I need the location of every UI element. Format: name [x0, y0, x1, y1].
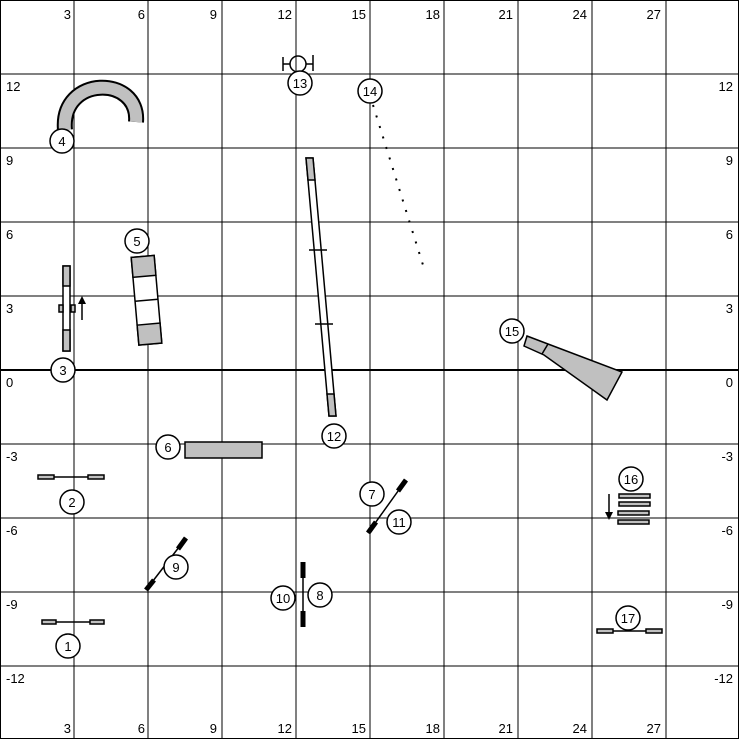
x-label: 15	[352, 721, 366, 736]
x-label: 3	[64, 721, 71, 736]
x-label: 24	[573, 7, 587, 22]
marker-11: 11	[386, 509, 412, 535]
y-label: 9	[6, 153, 13, 168]
marker-7: 7	[359, 481, 385, 507]
jump-1	[41, 619, 105, 625]
x-label: 15	[352, 7, 366, 22]
svg-text:17: 17	[621, 611, 635, 626]
x-label: 21	[499, 721, 513, 736]
svg-text:1: 1	[64, 639, 71, 654]
y-label: 9	[726, 153, 733, 168]
y-label: 12	[6, 79, 20, 94]
y-label: -3	[721, 449, 733, 464]
y-label: 12	[719, 79, 733, 94]
jump-3	[58, 265, 76, 352]
marker-17: 17	[615, 605, 641, 631]
marker-10: 10	[270, 585, 296, 611]
marker-8: 8	[307, 582, 333, 608]
marker-12: 12	[321, 423, 347, 449]
direction-arrow-icon	[78, 296, 86, 320]
y-axis-left: 12 9 6 3 0 -3 -6 -9 -12	[6, 79, 25, 686]
tunnel-4	[56, 79, 145, 131]
x-axis-bottom: 3 6 9 12 15 18 21 24 27	[64, 721, 661, 736]
y-label: -12	[6, 671, 25, 686]
x-label: 6	[138, 721, 145, 736]
x-label: 24	[573, 721, 587, 736]
svg-text:14: 14	[363, 84, 377, 99]
jump-2	[37, 474, 105, 480]
jump-7-11	[365, 478, 409, 535]
x-label: 27	[647, 721, 661, 736]
svg-text:7: 7	[368, 487, 375, 502]
y-label: -3	[6, 449, 18, 464]
obstacle-number-markers: 1 2 3 4 5 6 7 8 9 10 11 12 13 14 15 16 1…	[49, 70, 644, 659]
svg-text:16: 16	[624, 472, 638, 487]
y-label: 6	[726, 227, 733, 242]
marker-16: 16	[618, 466, 644, 492]
x-label: 18	[426, 721, 440, 736]
chute-15	[523, 335, 624, 402]
svg-text:9: 9	[172, 560, 179, 575]
marker-9: 9	[163, 554, 189, 580]
x-label: 12	[278, 7, 292, 22]
x-label: 9	[210, 721, 217, 736]
svg-text:2: 2	[68, 495, 75, 510]
x-axis-top: 3 6 9 12 15 18 21 24 27	[64, 7, 661, 22]
y-label: 3	[6, 301, 13, 316]
svg-text:11: 11	[392, 515, 406, 530]
y-axis-right: 12 9 6 3 0 -3 -6 -9 -12	[714, 79, 733, 686]
marker-2: 2	[59, 489, 85, 515]
y-label: -6	[721, 523, 733, 538]
x-label: 12	[278, 721, 292, 736]
x-label: 9	[210, 7, 217, 22]
x-label: 3	[64, 7, 71, 22]
marker-3: 3	[50, 357, 76, 383]
y-label: -9	[721, 597, 733, 612]
svg-text:6: 6	[164, 440, 171, 455]
x-label: 6	[138, 7, 145, 22]
marker-1: 1	[55, 633, 81, 659]
x-label: 27	[647, 7, 661, 22]
marker-6: 6	[155, 434, 181, 460]
svg-text:8: 8	[316, 588, 323, 603]
y-label: 3	[726, 301, 733, 316]
svg-text:12: 12	[327, 429, 341, 444]
tunnel-6	[184, 441, 263, 459]
y-label: -12	[714, 671, 733, 686]
x-label: 21	[499, 7, 513, 22]
y-label: 6	[6, 227, 13, 242]
marker-14: 14	[357, 78, 383, 104]
jump-17	[596, 628, 663, 634]
y-label: -6	[6, 523, 18, 538]
broad-jump-16	[617, 493, 651, 525]
svg-text:5: 5	[133, 234, 140, 249]
marker-15: 15	[499, 318, 525, 344]
marker-5: 5	[124, 228, 150, 254]
svg-text:15: 15	[505, 324, 519, 339]
svg-text:13: 13	[293, 76, 307, 91]
svg-text:4: 4	[58, 134, 65, 149]
marker-13: 13	[287, 70, 313, 96]
y-label: -9	[6, 597, 18, 612]
svg-text:3: 3	[59, 363, 66, 378]
svg-text:10: 10	[276, 591, 290, 606]
y-label: 0	[6, 375, 13, 390]
marker-4: 4	[49, 128, 75, 154]
x-label: 18	[426, 7, 440, 22]
tire-5	[130, 254, 163, 346]
dogwalk-12	[305, 157, 337, 417]
y-label: 0	[726, 375, 733, 390]
direction-arrow-icon	[605, 494, 613, 520]
